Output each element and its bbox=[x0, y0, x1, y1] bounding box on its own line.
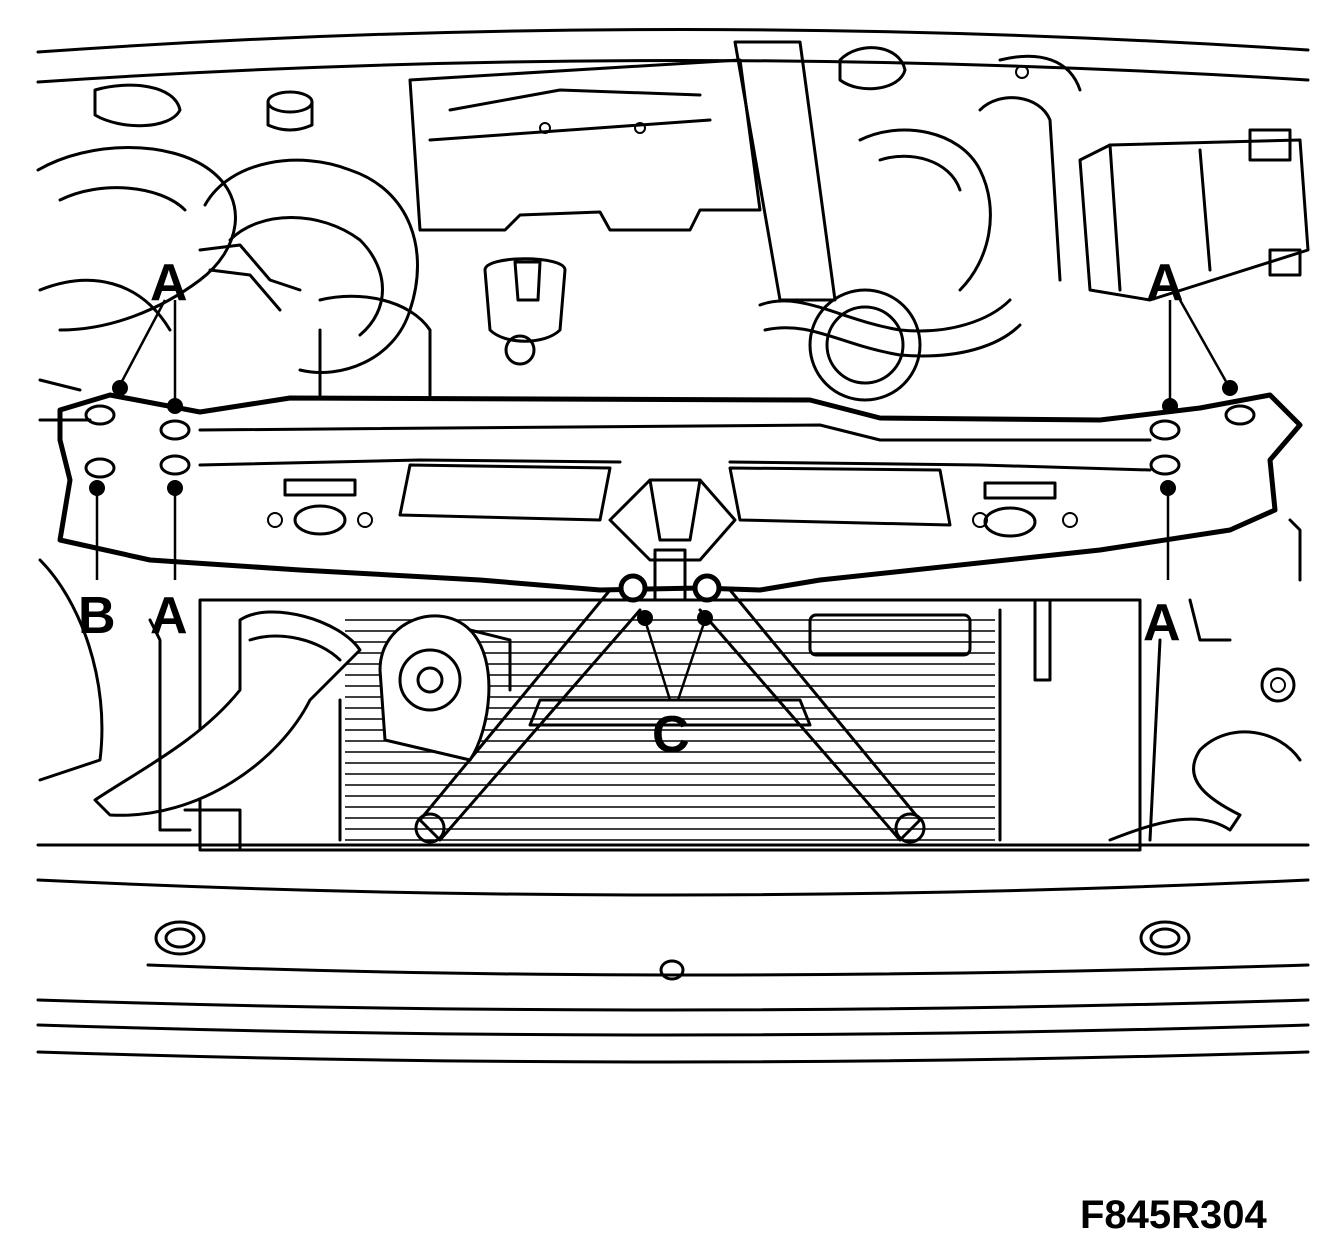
hood-outline bbox=[36, 28, 1310, 84]
callout-dot-a bbox=[167, 398, 183, 414]
callout-dot-a bbox=[167, 480, 183, 496]
engine-background bbox=[36, 40, 1310, 422]
callout-dot-b bbox=[89, 480, 105, 496]
callout-label-a-top-right: A bbox=[1146, 254, 1184, 312]
front-cross-member bbox=[57, 392, 1303, 593]
callout-label-a-bottom-left: A bbox=[150, 587, 188, 645]
bolt-c-left bbox=[618, 573, 648, 603]
left-air-duct bbox=[38, 558, 362, 852]
x-brace bbox=[414, 548, 926, 844]
callout-label-b: B bbox=[78, 587, 116, 645]
callout-dots bbox=[89, 380, 1238, 626]
figure-id: F845R304 bbox=[1080, 1193, 1268, 1237]
callout-labels: A B A A A C bbox=[78, 254, 1184, 764]
callout-dot-a bbox=[112, 380, 128, 396]
callout-label-c: C bbox=[652, 706, 690, 764]
bolt-c-right bbox=[692, 573, 722, 603]
callout-leaders bbox=[95, 299, 1230, 701]
callout-dot-c bbox=[697, 610, 713, 626]
horn bbox=[378, 614, 512, 762]
callout-dot-a bbox=[1222, 380, 1238, 396]
callout-dot-a bbox=[1160, 480, 1176, 496]
callout-dot-c bbox=[637, 610, 653, 626]
front-bumper bbox=[36, 843, 1310, 1064]
callout-dot-a bbox=[1162, 398, 1178, 414]
callout-label-a-top-left: A bbox=[150, 254, 188, 312]
right-lower-parts bbox=[1108, 518, 1302, 842]
callout-label-a-bottom-right: A bbox=[1143, 594, 1181, 652]
